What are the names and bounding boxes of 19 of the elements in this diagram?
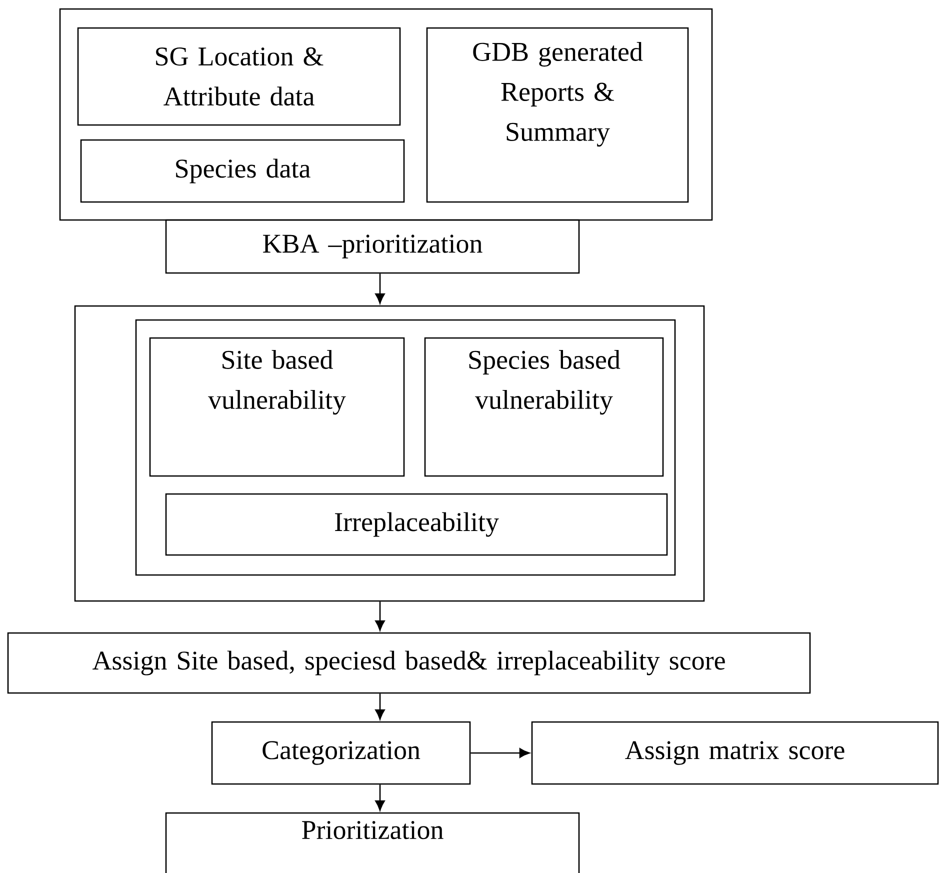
process-box: Assign Site based, speciesd based& irreplaceability score [7,632,811,694]
arrow [375,602,385,631]
process-box: Irreplaceability [165,493,668,556]
group-box [74,305,705,602]
process-box: Categorization [211,721,471,785]
group-box [59,8,713,221]
process-box: Assign matrix score [531,721,939,785]
arrow [375,694,385,720]
process-box: Species data [80,139,405,203]
process-box: SG Location & Attribute data [77,27,401,126]
process-box: GDB generated Reports & Summary [426,27,689,203]
process-box: Species based vulnerability [424,337,664,477]
process-box: KBA –prioritization [165,219,580,274]
arrow [470,748,530,758]
process-box: Prioritization [165,812,580,873]
arrow [375,274,385,304]
group-box [135,319,676,576]
arrow [375,784,385,811]
process-box: Site based vulnerability [149,337,405,477]
